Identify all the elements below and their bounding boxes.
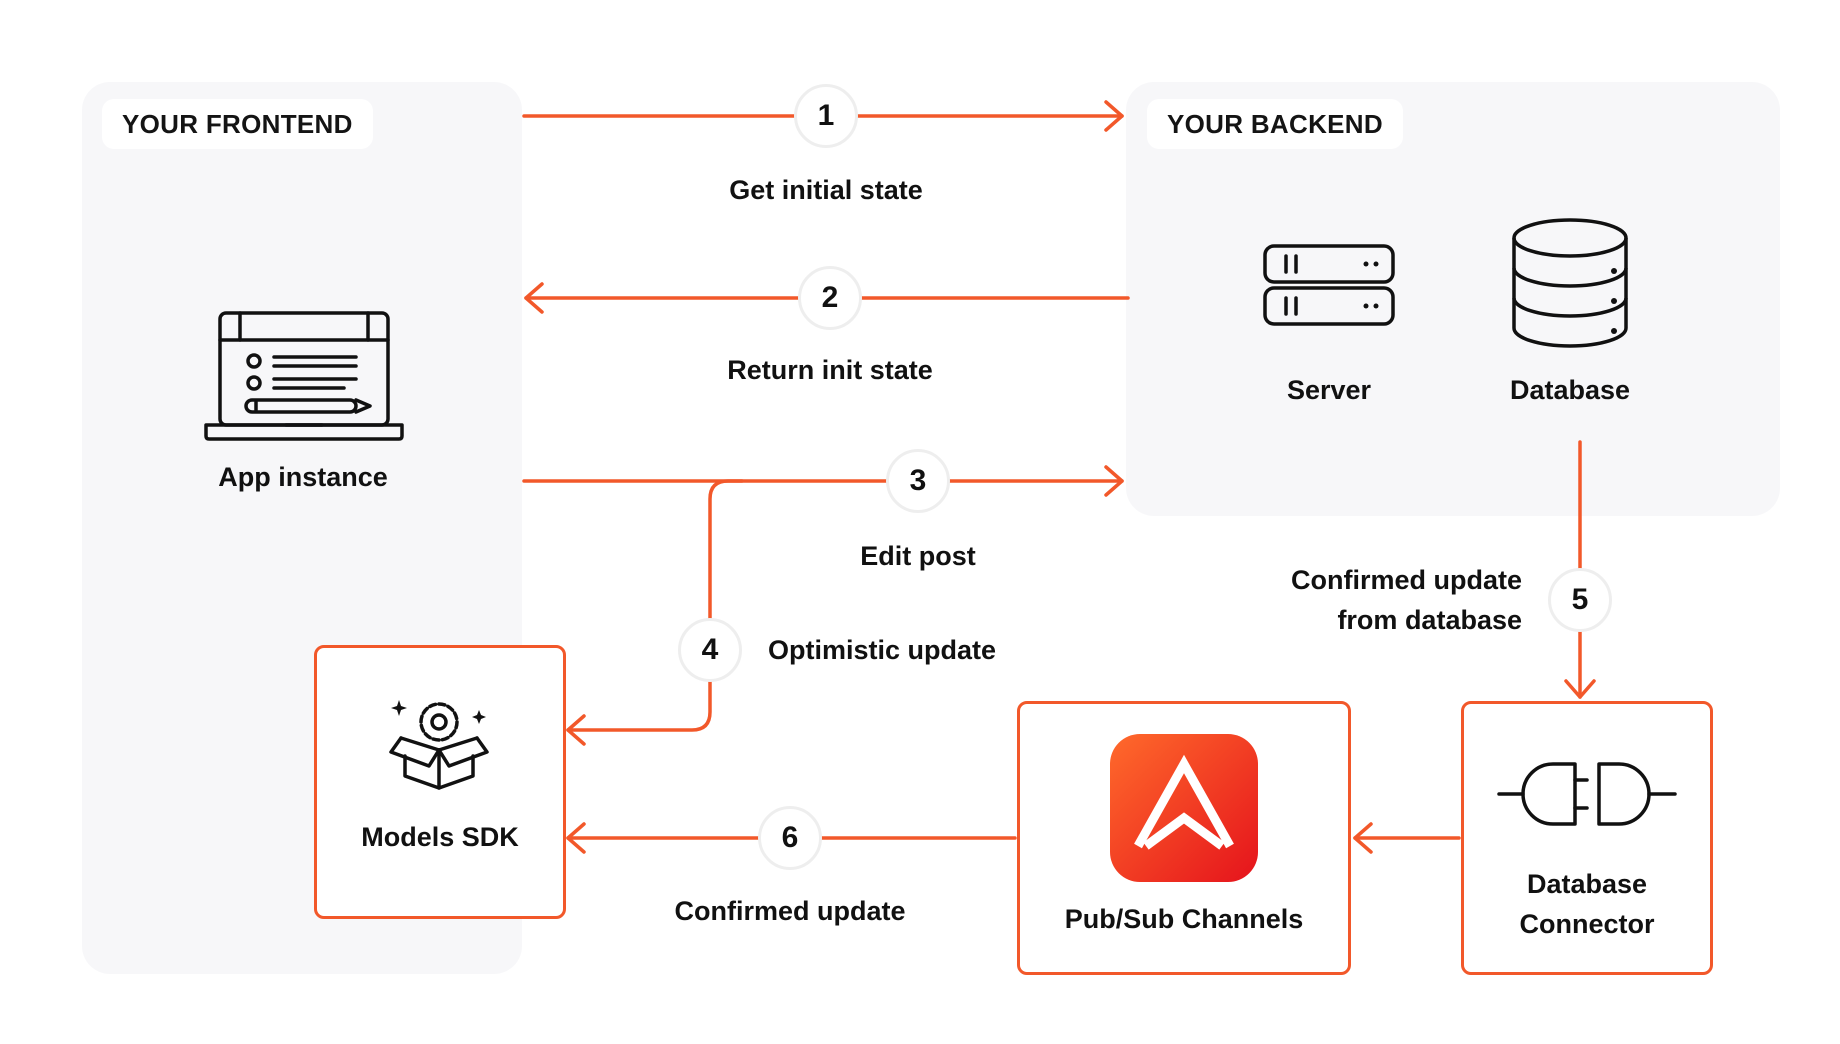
step-5-badge: 5 [1548,568,1612,632]
arrowhead-connector-pubsub [1353,822,1373,854]
backend-title: YOUR BACKEND [1147,99,1403,149]
app-instance-label: App instance [218,462,388,492]
server-icon [1263,244,1395,326]
arrowhead-4 [566,714,586,746]
arrowhead-2 [524,282,544,314]
step-2-label: Return init state [727,355,933,385]
step-6-badge: 6 [758,806,822,870]
step-5-label-line1: Confirmed update [1290,565,1522,595]
step-3-badge: 3 [886,449,950,513]
step-4-badge: 4 [678,618,742,682]
step-4-label: Optimistic update [768,635,997,665]
step-5-label: Confirmed update from database [1220,560,1522,640]
pubsub-label: Pub/Sub Channels [1064,904,1304,934]
step-6-label: Confirmed update [674,896,906,926]
frontend-title: YOUR FRONTEND [102,99,373,149]
database-label: Database [1509,375,1631,405]
step-3-label: Edit post [860,541,976,571]
arrowhead-3 [1104,465,1124,497]
backend-panel [1126,82,1780,516]
models-sdk-label: Models SDK [361,822,519,852]
arrowhead-6 [566,822,586,854]
arrow-4 [566,479,744,732]
database-connector-label-line1: Database [1526,869,1648,899]
plug-connector-icon [1497,762,1677,826]
arrowhead-1 [1104,100,1124,132]
ably-logo-icon [1110,734,1258,882]
arrowhead-5 [1564,679,1596,699]
step-5-label-line2: from database [1337,605,1522,635]
database-connector-label: Database Connector [1477,864,1697,944]
database-connector-box [1461,701,1713,975]
step-2-badge: 2 [798,266,862,330]
server-label: Server [1286,375,1372,405]
package-gear-icon [389,700,489,790]
laptop-icon [204,311,404,441]
database-icon [1512,218,1628,348]
step-1-badge: 1 [794,84,858,148]
database-connector-label-line2: Connector [1519,909,1655,939]
step-1-label: Get initial state [729,175,923,205]
